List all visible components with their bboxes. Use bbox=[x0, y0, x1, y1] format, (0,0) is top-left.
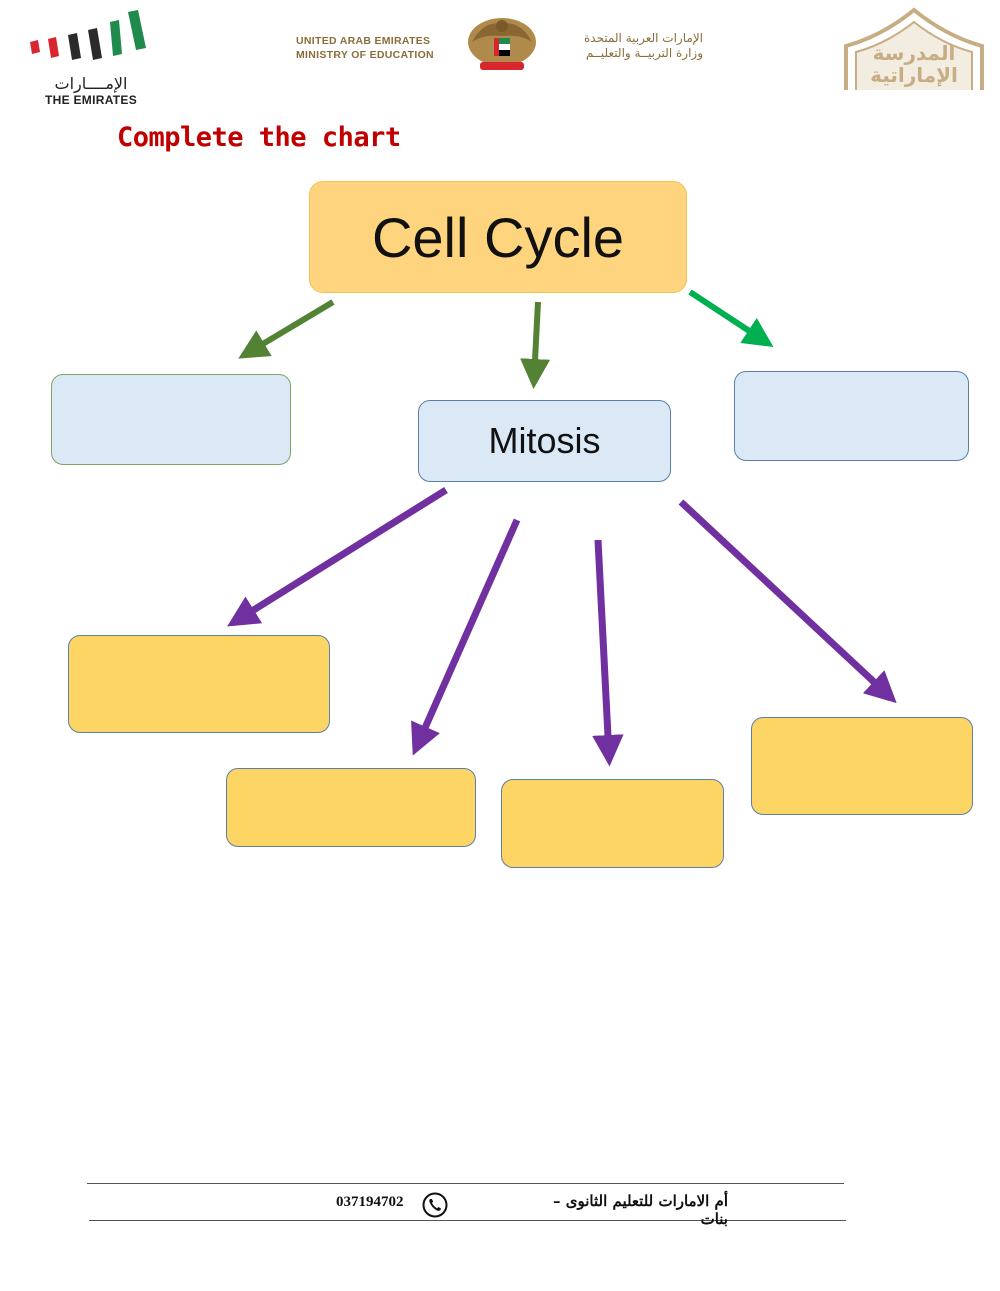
arrow-to-phase-3 bbox=[592, 539, 624, 767]
ministry-name-english: UNITED ARAB EMIRATES MINISTRY OF EDUCATI… bbox=[296, 34, 434, 62]
phase-box-1[interactable] bbox=[68, 635, 330, 733]
ministry-ar-line-2: وزارة التربيــة والتعليــم bbox=[585, 46, 703, 60]
phase-box-4[interactable] bbox=[751, 717, 973, 815]
ministry-line-1: UNITED ARAB EMIRATES bbox=[296, 35, 431, 47]
instruction-title: Complete the chart bbox=[117, 122, 401, 153]
ministry-name-arabic: الإمارات العربية المتحدة وزارة التربيــة… bbox=[555, 31, 703, 61]
phase-box-2[interactable] bbox=[226, 768, 476, 847]
ministry-ar-line-1: الإمارات العربية المتحدة bbox=[584, 31, 703, 45]
footer-rule-top bbox=[87, 1183, 844, 1184]
the-emirates-logo bbox=[30, 10, 146, 60]
phone-icon bbox=[422, 1192, 448, 1218]
footer-rule-bottom bbox=[89, 1220, 846, 1221]
phase-box-3[interactable] bbox=[501, 779, 724, 868]
arrow-to-left-box bbox=[238, 299, 335, 359]
blank-box-left[interactable] bbox=[51, 374, 291, 465]
arrow-to-right-box bbox=[688, 289, 774, 347]
cell-cycle-box: Cell Cycle bbox=[309, 181, 687, 293]
school-name-footer: أم الامارات للتعليم الثانوى – بنات bbox=[553, 1192, 728, 1228]
school-logo-line-1: المدرسة bbox=[872, 41, 956, 65]
emirates-logo-english: THE EMIRATES bbox=[44, 93, 138, 107]
arrow-to-phase-4 bbox=[678, 499, 897, 704]
arrow-to-mitosis bbox=[520, 301, 551, 389]
emirates-logo-arabic: الإمــــارات bbox=[54, 74, 128, 93]
mitosis-box: Mitosis bbox=[418, 400, 671, 482]
arrow-to-phase-2 bbox=[411, 518, 521, 756]
school-logo-text: المدرسة الإماراتية bbox=[846, 42, 982, 86]
ministry-line-2: MINISTRY OF EDUCATION bbox=[296, 49, 434, 61]
school-logo-line-2: الإماراتية bbox=[870, 63, 958, 87]
blank-box-right[interactable] bbox=[734, 371, 969, 461]
phone-number: 037194702 bbox=[336, 1194, 404, 1210]
arrow-to-phase-1 bbox=[227, 487, 448, 627]
school-logo bbox=[844, 7, 984, 90]
uae-emblem-icon bbox=[468, 18, 536, 70]
